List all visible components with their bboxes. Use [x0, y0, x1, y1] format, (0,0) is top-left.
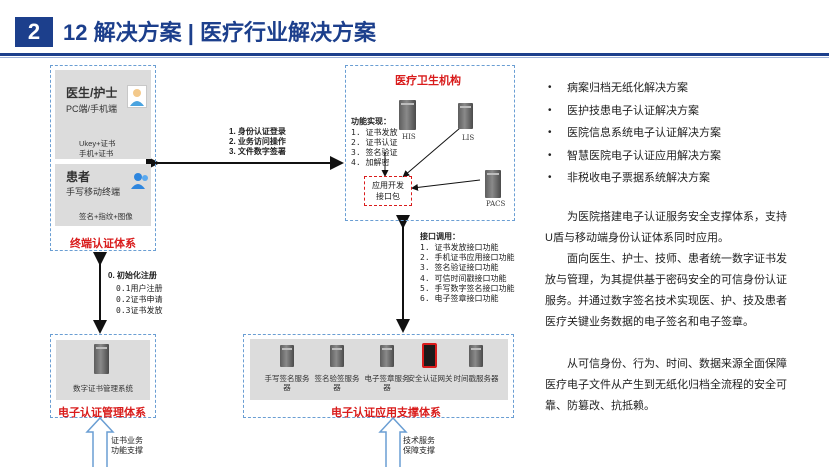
header-rule: [0, 53, 829, 56]
patient-title: 患者: [66, 170, 91, 184]
page-title: 12 解决方案 | 医疗行业解决方案: [63, 20, 376, 45]
doctor-title: 医生/护士: [66, 86, 118, 100]
api-line-2: 接口包: [376, 192, 400, 201]
lis-server-icon: [458, 103, 473, 129]
interface-3: 3. 签名验证接口功能: [420, 263, 499, 272]
patient-sign-line: 签名+指纹+图像: [79, 212, 133, 221]
ca-support-label: 证书业务 功能支撑: [111, 436, 143, 455]
service-verify: 签名验签服务器: [314, 374, 360, 392]
doctor-panel: [55, 70, 151, 159]
interface-5: 5. 手写数字签名接口功能: [420, 284, 515, 293]
link-step-2: 2. 业务访问操作: [229, 137, 286, 146]
init-register-3: 0.3证书发放: [116, 306, 163, 315]
ca-mgmt-box: [50, 334, 156, 418]
func-item-3: 3. 签名验证: [351, 148, 398, 157]
app-support-box: [243, 334, 514, 418]
doctor-ukey-line: Ukey+证书: [79, 139, 116, 148]
terminal-auth-box: [50, 65, 156, 251]
service-seal: 电子签章服务器: [364, 374, 410, 392]
paragraph-2: 面向医生、护士、技师、患者统一数字证书发放与管理，为其提供基于密码安全的可信身份…: [545, 253, 787, 328]
interface-1: 1. 证书发放接口功能: [420, 243, 499, 252]
doctor-phone-line: 手机+证书: [79, 149, 114, 158]
link-step-1: 1. 身份认证登录: [229, 127, 286, 136]
handwrite-server-icon: [280, 345, 294, 367]
list-item: 医护技患电子认证解决方案: [548, 100, 721, 123]
api-package-box: 应用开发 接口包: [364, 176, 412, 206]
gateway-icon: [422, 343, 437, 368]
interface-6: 6. 电子签章接口功能: [420, 294, 499, 303]
terminal-auth-title: 终端认证体系: [70, 238, 136, 250]
hollow-arrow-ca: [85, 416, 115, 467]
patient-user-icon: [130, 172, 150, 195]
seal-server-icon: [380, 345, 394, 367]
func-title: 功能实现：: [351, 117, 391, 126]
service-timestamp: 时间戳服务器: [453, 374, 499, 383]
medical-org-box: [345, 65, 515, 221]
list-item: 智慧医院电子认证应用解决方案: [548, 145, 721, 168]
his-server-icon: [399, 100, 416, 130]
api-line-1: 应用开发: [372, 181, 404, 190]
lis-label: LIS: [462, 134, 475, 142]
doctor-avatar-icon: [127, 85, 147, 108]
his-label: HIS: [402, 133, 416, 141]
section-number-badge: 2: [15, 17, 53, 47]
app-support-label: 技术服务 保障支撑: [403, 436, 435, 455]
interface-title: 接口调用：: [420, 232, 460, 241]
list-item: 病案归档无纸化解决方案: [548, 77, 721, 100]
medical-org-title: 医疗卫生机构: [395, 75, 461, 87]
list-item: 医院信息系统电子认证解决方案: [548, 122, 721, 145]
timestamp-server-icon: [469, 345, 483, 367]
init-register-title: 0. 初始化注册: [108, 271, 157, 280]
pacs-label: PACS: [486, 200, 506, 208]
init-register-2: 0.2证书申请: [116, 295, 163, 304]
service-gateway: 安全认证网关: [407, 374, 453, 383]
verify-server-icon: [330, 345, 344, 367]
paragraph-1: 为医院搭建电子认证服务安全支撑体系，支持U盾与移动端身份认证体系同时应用。: [545, 211, 787, 244]
pacs-server-icon: [485, 170, 501, 198]
header-rule-thin: [0, 57, 829, 58]
ca-server-icon: [94, 344, 109, 374]
doctor-subtitle: PC端/手机端: [66, 104, 118, 114]
ca-system-label: 数字证书管理系统: [73, 384, 133, 393]
patient-subtitle: 手写移动终端: [66, 187, 121, 197]
func-item-1: 1. 证书发放: [351, 128, 398, 137]
patient-panel: [55, 164, 151, 226]
page-header: 2 12 解决方案 | 医疗行业解决方案: [0, 0, 829, 58]
app-support-title: 电子认证应用支撑体系: [331, 407, 441, 419]
interface-2: 2. 手机证书应用接口功能: [420, 253, 515, 262]
init-register-1: 0.1用户注册: [116, 284, 163, 293]
interface-4: 4. 可信时间戳接口功能: [420, 274, 507, 283]
list-item: 非税收电子票据系统解决方案: [548, 167, 721, 190]
func-item-4: 4. 加解密: [351, 158, 390, 167]
service-handwrite: 手写签名服务器: [264, 374, 310, 392]
paragraph-3: 从可信身份、行为、时间、数据来源全面保障医疗电子文件从产生到无纸化归档全流程的安…: [545, 358, 787, 412]
solution-list: 病案归档无纸化解决方案 医护技患电子认证解决方案 医院信息系统电子认证解决方案 …: [548, 77, 721, 190]
ca-mgmt-title: 电子认证管理体系: [58, 407, 146, 419]
func-item-2: 2. 证书认证: [351, 138, 398, 147]
link-step-3: 3. 文件数字签署: [229, 147, 286, 156]
